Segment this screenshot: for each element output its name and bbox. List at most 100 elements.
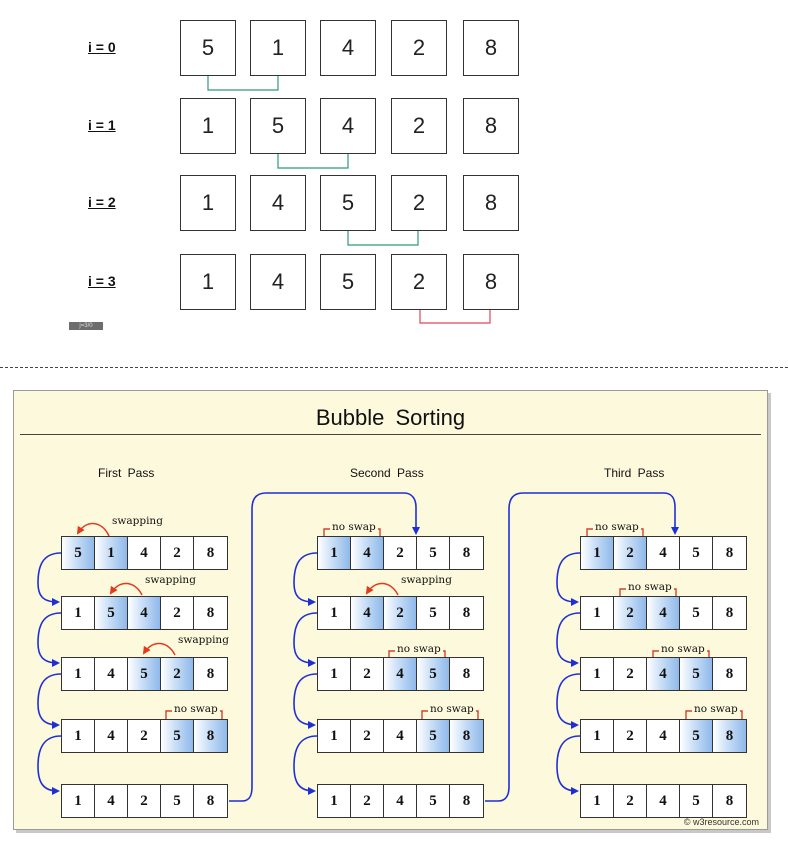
- no-swap-note: no swap: [428, 703, 476, 715]
- iteration-label: i = 1: [88, 117, 116, 133]
- array-cell: 2: [384, 537, 417, 569]
- connector-i1: [277, 154, 349, 169]
- array-cell: 1: [62, 597, 95, 629]
- array-row: 1 4 5 2 8: [61, 657, 228, 691]
- array-cell: 2: [161, 658, 194, 690]
- pass-connector-1-2: [229, 492, 420, 802]
- value-box: 1: [180, 175, 236, 231]
- value-box: 2: [391, 175, 447, 231]
- array-row: 1 4 2 5 8: [61, 784, 228, 818]
- array-cell: 1: [581, 658, 614, 690]
- value-box: 1: [180, 98, 236, 154]
- array-cell: 5: [417, 720, 450, 752]
- flow-arrow: [556, 612, 581, 667]
- array-row: 1 4 2 5 8: [317, 536, 484, 570]
- iteration-diagram: i = 0 5 1 4 2 8 i = 1 1 5 4 2 8 i = 2 1 …: [0, 0, 788, 340]
- value-box: 2: [391, 98, 447, 154]
- value-box: 8: [463, 98, 519, 154]
- array-cell: 5: [417, 658, 450, 690]
- bubble-sort-panel: Bubble Sorting: [13, 390, 768, 830]
- iteration-label: i = 3: [88, 273, 116, 289]
- array-cell: 1: [318, 720, 351, 752]
- array-cell: 2: [128, 720, 161, 752]
- array-cell: 8: [194, 785, 227, 817]
- array-row: 1 4 2 5 8: [61, 719, 228, 753]
- flow-arrow: [293, 673, 318, 729]
- array-cell: 4: [351, 537, 384, 569]
- connector-i2: [347, 231, 419, 246]
- swap-arrow: [76, 522, 110, 537]
- array-cell: 8: [450, 537, 483, 569]
- value-box: 8: [463, 254, 519, 310]
- pass-heading: Third Pass: [604, 466, 665, 480]
- swap-note: swapping: [401, 574, 452, 586]
- array-row: 1 2 4 5 8: [317, 719, 484, 753]
- array-cell: 2: [351, 658, 384, 690]
- no-swap-note: no swap: [659, 643, 707, 655]
- pass-heading: Second Pass: [350, 466, 424, 480]
- array-cell: 8: [450, 597, 483, 629]
- array-cell: 1: [318, 597, 351, 629]
- array-cell: 8: [450, 658, 483, 690]
- array-cell: 5: [161, 785, 194, 817]
- value-box: 5: [180, 20, 236, 76]
- flow-arrow: [556, 552, 581, 606]
- no-swap-note: no swap: [172, 703, 220, 715]
- copyright-credit: © w3resource.com: [683, 817, 759, 827]
- array-cell: 4: [647, 537, 680, 569]
- array-cell: 5: [417, 537, 450, 569]
- array-cell: 4: [647, 597, 680, 629]
- array-cell: 2: [351, 720, 384, 752]
- swap-arrow: [109, 582, 143, 596]
- array-cell: 5: [680, 597, 713, 629]
- swap-note: swapping: [178, 634, 229, 646]
- array-cell: 8: [194, 720, 227, 752]
- array-cell: 4: [647, 785, 680, 817]
- array-cell: 8: [713, 537, 746, 569]
- array-cell: 8: [450, 785, 483, 817]
- array-cell: 1: [62, 785, 95, 817]
- value-box: 2: [391, 20, 447, 76]
- array-cell: 4: [128, 597, 161, 629]
- array-cell: 1: [95, 537, 128, 569]
- array-cell: 1: [318, 785, 351, 817]
- array-cell: 4: [647, 658, 680, 690]
- array-cell: 4: [95, 785, 128, 817]
- array-cell: 4: [95, 658, 128, 690]
- value-box: 5: [320, 175, 376, 231]
- array-row: 1 2 4 5 8: [580, 596, 747, 630]
- array-cell: 1: [581, 720, 614, 752]
- flow-arrow: [293, 735, 318, 795]
- array-cell: 1: [318, 658, 351, 690]
- value-box: 4: [320, 20, 376, 76]
- no-swap-note: no swap: [330, 521, 378, 533]
- array-cell: 8: [713, 720, 746, 752]
- array-cell: 2: [614, 785, 647, 817]
- flow-arrow: [556, 673, 581, 729]
- array-cell: 2: [384, 597, 417, 629]
- array-row: 1 2 4 5 8: [580, 719, 747, 753]
- swap-arrow: [142, 642, 176, 656]
- value-box: 5: [320, 254, 376, 310]
- iteration-label: i = 0: [88, 39, 116, 55]
- iteration-row-1: i = 1 1 5 4 2 8: [0, 98, 788, 158]
- array-cell: 2: [614, 597, 647, 629]
- array-row: 5 1 4 2 8: [61, 536, 228, 570]
- array-cell: 4: [384, 658, 417, 690]
- flow-arrow: [293, 552, 318, 606]
- flow-arrow: [293, 612, 318, 667]
- array-cell: 5: [680, 720, 713, 752]
- array-cell: 2: [161, 597, 194, 629]
- value-box: 4: [250, 254, 306, 310]
- section-divider: [0, 367, 788, 368]
- array-cell: 5: [680, 658, 713, 690]
- array-cell: 8: [713, 597, 746, 629]
- swap-note: swapping: [145, 574, 196, 586]
- value-box: 4: [320, 98, 376, 154]
- array-cell: 8: [450, 720, 483, 752]
- pass-heading: First Pass: [98, 466, 155, 480]
- array-cell: 2: [614, 537, 647, 569]
- array-row: 1 2 4 5 8: [580, 657, 747, 691]
- array-row: 1 4 2 5 8: [317, 596, 484, 630]
- title-rule: [20, 434, 761, 435]
